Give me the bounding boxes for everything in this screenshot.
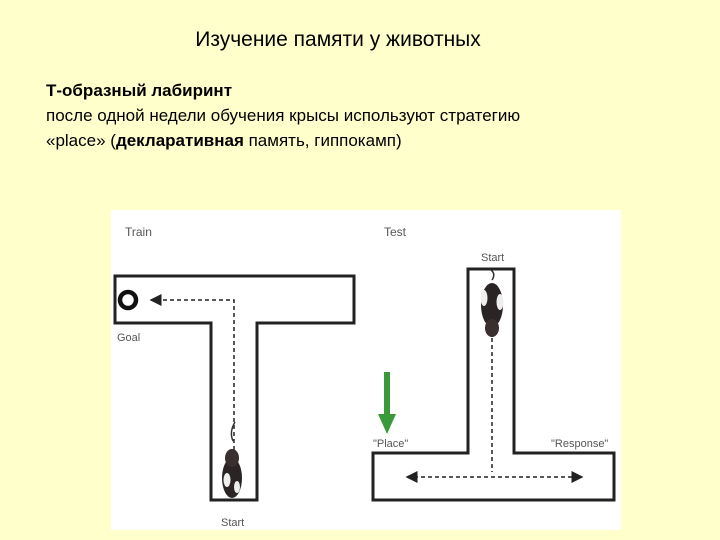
place-arrow-icon	[378, 372, 396, 434]
start-label-test: Start	[481, 252, 504, 264]
t-maze-diagram: Train Goal Start Test Start "P	[113, 225, 616, 529]
response-label: "Response"	[551, 438, 608, 450]
body-line-2-start: «place» (	[46, 131, 116, 150]
train-label: Train	[125, 225, 152, 239]
body-text: Т-образный лабиринт после одной недели о…	[46, 78, 686, 153]
rat-train-icon	[222, 421, 242, 498]
start-label-train: Start	[221, 517, 244, 529]
rat-test-icon	[480, 269, 504, 337]
test-label: Test	[384, 225, 407, 239]
goal-label: Goal	[117, 332, 140, 344]
body-line-2-end: память, гиппокамп)	[243, 131, 402, 150]
body-line-1: после одной недели обучения крысы исполь…	[46, 106, 521, 125]
slide-title-text: Изучение памяти у животных	[195, 28, 481, 51]
test-t-maze	[371, 267, 616, 502]
section-heading: Т-образный лабиринт	[46, 81, 233, 100]
t-maze-figure: Train Goal Start Test Start "P	[111, 210, 621, 530]
train-path-arrow	[149, 294, 235, 450]
train-t-maze	[113, 274, 356, 502]
goal-marker-icon	[117, 289, 139, 311]
slide-title: Изучение памяти у животных	[0, 28, 720, 52]
body-line-2: «place» (декларативная память, гиппокамп…	[46, 128, 686, 153]
declarative-term: декларативная	[115, 131, 244, 150]
place-label: "Place"	[373, 438, 408, 450]
